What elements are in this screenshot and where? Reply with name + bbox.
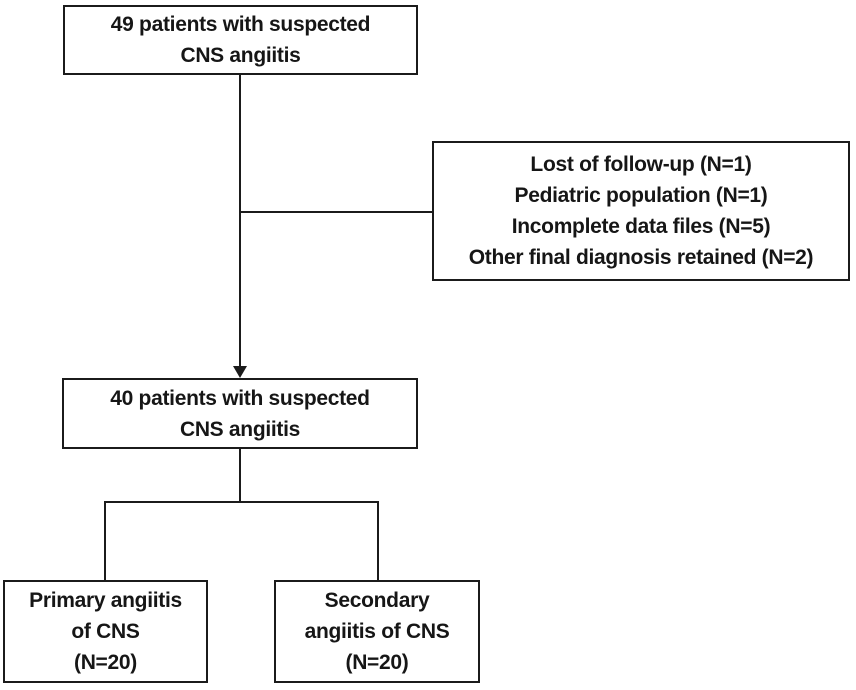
- node-included-patients: 40 patients with suspected CNS angiitis: [62, 378, 418, 449]
- node-secondary-angiitis: Secondary angiitis of CNS (N=20): [274, 580, 480, 683]
- node-text-line: CNS angiitis: [180, 44, 301, 67]
- node-text-line: Pediatric population (N=1): [514, 184, 768, 207]
- connector-included-to-split: [239, 449, 241, 502]
- node-text-line: (N=20): [74, 651, 137, 674]
- node-text-line: 49 patients with suspected: [110, 13, 371, 36]
- node-text-line: angiitis of CNS: [304, 620, 450, 643]
- connector-split-to-secondary: [377, 501, 379, 580]
- node-text-line: 40 patients with suspected: [110, 386, 370, 410]
- connector-initial-to-included: [239, 75, 241, 367]
- node-text-line: Other final diagnosis retained (N=2): [468, 246, 814, 269]
- node-text-line: CNS angiitis: [179, 417, 301, 441]
- node-text-line: (N=20): [345, 651, 409, 674]
- node-text-line: of CNS: [71, 620, 140, 643]
- node-text-line: Primary angiitis: [29, 589, 182, 612]
- connector-split-horizontal: [104, 501, 379, 503]
- node-primary-angiitis: Primary angiitis of CNS (N=20): [3, 580, 208, 683]
- connector-split-to-primary: [104, 501, 106, 580]
- node-text-line: Incomplete data files (N=5): [511, 215, 771, 238]
- arrow-down-icon: [233, 366, 247, 378]
- node-text-line: Lost of follow-up (N=1): [530, 153, 752, 176]
- node-exclusions: Lost of follow-up (N=1) Pediatric popula…: [432, 141, 850, 281]
- node-initial-patients: 49 patients with suspected CNS angiitis: [63, 5, 418, 75]
- node-text-line: Secondary: [324, 589, 430, 612]
- connector-to-exclusions: [239, 211, 433, 213]
